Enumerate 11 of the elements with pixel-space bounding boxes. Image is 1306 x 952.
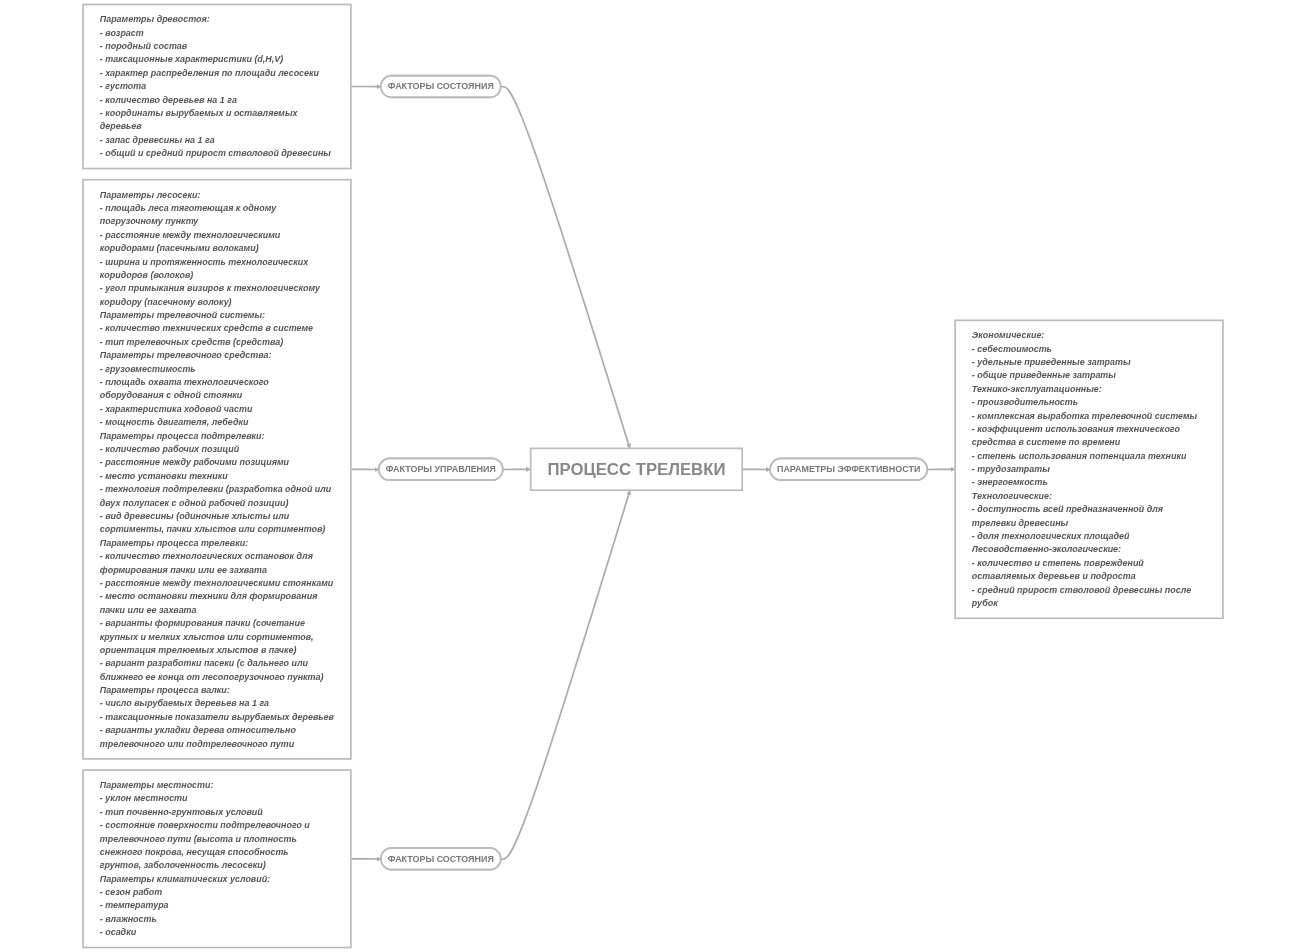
node-box: Экономические: - себестоимость - удельные приведенные затраты - общие приведенные затраты Технико-эксплуатационные: - производительность - комплексная выработка трелевочной системы - коэффициент использования технического средства в системе по времени - степень использования потенциала техники - трудозатраты - энергоемкость Технологические: - доступность всей предназначенной для трелевки древесины - доля технологических площадей Лесоводственно-экологические: - количество и степень повреждений оставляемых деревьев и подроста - средний прирост стволовой древесины после рубок bbox=[954, 319, 1224, 620]
node-box: Параметры древостоя: - возраст - породный состав - таксационные характеристики (d,H,V) - характер распределения по площади лесосеки - густота - количество деревьев на 1 га - координаты вырубаемых и оставляемых деревьев - запас древесины на 1 га - общий и средний прирост стволовой древесины bbox=[82, 3, 352, 170]
arrow bbox=[500, 85, 631, 449]
arrow bbox=[500, 490, 632, 860]
arrow bbox=[350, 84, 382, 90]
node-box: Параметры местности: - уклон местности - тип почвенно-грунтовых условий - состояние поверхности подтрелевочного и трелевочного пути (высота и плотность снежного покрова, несущая способность грунтов, заболоченность лесосеки) Параметры климатических условий: - сезон работ - температура - влажность - осадки bbox=[82, 769, 352, 949]
arrow bbox=[350, 856, 382, 862]
node-box: Параметры лесосеки: - площадь леса тяготеющая к одному погрузочному пункту - расстояние между технологическими коридорами (пасечными волоками) - ширина и протяженность технологических коридоров (волоков) - угол примыкания визиров к технологическому коридору (пасечному волоку) Параметры трелевочной системы: - количество технических средств в системе - тип трелевочных средств (средства) Параметры трелевочного средства: - грузовместимость - площадь охвата технологического оборудования с одной стоянки - характеристика ходовой части - мощность двигателя, лебедки Параметры процесса подтрелевки: - количество рабочих позиций - расстояние между рабочими позициями - место установки техники - технология подтрелевки (разработка одной или двух полупасек с одной рабочей позиции) - вид древесины (одиночные хлысты или сортименты, пачки хлыстов или сортиментов) Параметры процесса трелевки: - количество технологических остановок для формирования пачки или ее захвата - расстояние между технологическими стоянками - место остановки техники для формирования пачки или ее захвата - варианты формирования пачки (сочетание крупных и мелких хлыстов или сортиментов, ориентация трелюемых хлыстов в пачке) - вариант разработки пасеки (с дальнего или ближнего ее конца от лесопогрузочного пункта) Параметры процесса валки: - число вырубаемых деревьев на 1 га - таксационные показатели вырубаемых деревьев - варианты укладки дерева относительно трелевочного или подтрелевочного пути bbox=[82, 178, 352, 760]
arrow bbox=[502, 466, 531, 472]
node-box: ПРОЦЕСС ТРЕЛЕВКИ bbox=[529, 447, 744, 492]
arrow bbox=[926, 466, 956, 472]
